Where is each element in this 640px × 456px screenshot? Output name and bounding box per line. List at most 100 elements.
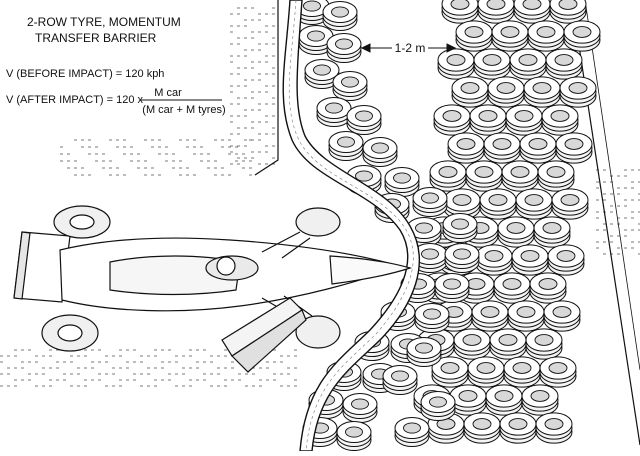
tyre <box>412 186 448 218</box>
tyre <box>545 48 583 80</box>
tyre-hole <box>498 334 518 346</box>
driver-helmet <box>216 256 236 276</box>
tyre-hole <box>451 218 469 230</box>
tyre-hole <box>337 136 355 148</box>
tyre-hole <box>355 110 373 122</box>
tyre <box>533 216 571 248</box>
tyre <box>451 76 489 108</box>
tyre <box>465 160 503 192</box>
tyre <box>442 212 478 244</box>
left-track-edge <box>254 0 279 176</box>
tyre-hole <box>528 138 548 150</box>
tyre <box>547 244 585 276</box>
tyre <box>342 392 378 424</box>
tyre-hole <box>484 250 504 262</box>
tyre-hole <box>544 418 564 430</box>
tyre <box>441 0 479 24</box>
tyre <box>429 160 467 192</box>
tyre <box>485 384 523 416</box>
tyre <box>537 160 575 192</box>
tyre-hole <box>554 54 574 66</box>
tyre-hole <box>474 166 494 178</box>
equation-denominator: (M car + M tyres) <box>142 104 225 116</box>
tyre <box>511 244 549 276</box>
tyre-hole <box>355 170 373 182</box>
tyre-hole <box>558 0 578 10</box>
tyre <box>493 272 531 304</box>
tyre-hole <box>403 422 421 434</box>
tyre-hole <box>502 278 522 290</box>
tyre <box>503 356 541 388</box>
dimension-label: 1-2 m <box>395 41 426 55</box>
tyre <box>539 356 577 388</box>
tyre-hole <box>568 82 588 94</box>
tyre <box>541 104 579 136</box>
ground-shading <box>0 7 640 387</box>
tyre-hole <box>534 334 554 346</box>
tyre-hole <box>446 54 466 66</box>
front-wing-debris-2 <box>231 309 307 373</box>
rear-wheel-bottom-rim <box>57 324 83 342</box>
tyre <box>513 0 551 24</box>
tyre-hole <box>500 26 520 38</box>
tyre-hole <box>421 248 439 260</box>
tyre <box>475 244 513 276</box>
tyre <box>443 188 481 220</box>
tyre-hole <box>512 362 532 374</box>
tyre-hole <box>391 370 409 382</box>
equation-after-impact: V (AFTER IMPACT) = 120 x <box>6 94 144 106</box>
tyre <box>477 0 515 24</box>
tyre <box>551 188 589 220</box>
tyre-hole <box>438 166 458 178</box>
tyre-hole <box>476 362 496 374</box>
tyre-hole <box>460 82 480 94</box>
tyre <box>563 20 601 52</box>
dimension-arrow-right <box>446 43 457 53</box>
tyre-hole <box>556 250 576 262</box>
right-wall-edge <box>571 0 640 446</box>
tyre-hole <box>538 278 558 290</box>
tyre-hole <box>524 194 544 206</box>
tyre-hole <box>345 426 363 438</box>
equation-numerator: M car <box>154 87 182 99</box>
tyre-hole <box>552 306 572 318</box>
tyre-hole <box>371 142 389 154</box>
tyre-hole <box>548 362 568 374</box>
tyre <box>449 384 487 416</box>
right-wall-edge-inner <box>584 0 640 371</box>
tyre <box>525 328 563 360</box>
tyre-hole <box>482 54 502 66</box>
tyre <box>336 420 372 452</box>
tyre-hole <box>486 0 506 10</box>
tyre <box>535 412 573 444</box>
tyre-hole <box>351 398 369 410</box>
tyre <box>326 32 362 64</box>
tyre <box>507 300 545 332</box>
tyre <box>523 76 561 108</box>
tyre <box>362 136 398 168</box>
tyre-hole <box>464 26 484 38</box>
tyre <box>437 48 475 80</box>
tyre-hole <box>560 194 580 206</box>
annotation-text: 2-ROW TYRE, MOMENTUM TRANSFER BARRIER V … <box>6 15 226 116</box>
tyre-hole <box>496 82 516 94</box>
tyre-hole <box>480 306 500 318</box>
tyre-hole <box>508 418 528 430</box>
tyre <box>505 104 543 136</box>
tyre <box>414 302 450 334</box>
tyre <box>444 242 480 274</box>
tyre <box>463 412 501 444</box>
front-suspension <box>261 231 313 321</box>
tyre <box>304 58 340 90</box>
tyre <box>394 416 430 448</box>
tyre-hole <box>462 334 482 346</box>
tyre-hole <box>303 0 321 12</box>
tyre-hole <box>472 418 492 430</box>
tyre-hole <box>466 278 486 290</box>
tyre-hole <box>415 222 433 234</box>
tyre-hole <box>453 248 471 260</box>
tyre <box>497 216 535 248</box>
tyre-hole <box>516 306 536 318</box>
tyre <box>515 188 553 220</box>
tyre-hole <box>429 396 447 408</box>
